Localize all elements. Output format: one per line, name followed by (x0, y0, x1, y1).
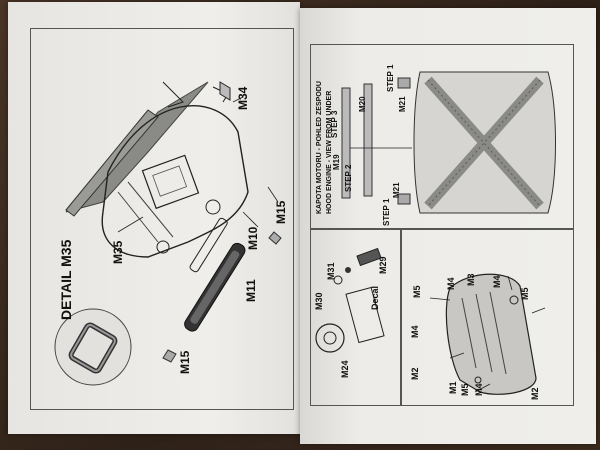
label-m4-c: M4 (410, 325, 420, 338)
label-m5-c: M5 (460, 383, 470, 396)
label-m24: M24 (340, 360, 350, 378)
label-m20: M20 (358, 96, 367, 112)
label-m15-bottom: M15 (178, 350, 192, 374)
label-m4-b: M4 (492, 275, 502, 288)
label-m1: M1 (448, 381, 458, 394)
left-page-frame (30, 28, 294, 410)
label-m5-a: M5 (412, 285, 422, 298)
detail-title: DETAIL M35 (58, 239, 74, 320)
instruction-booklet: DETAIL M35 M34 M35 M15 M10 M11 M15 (8, 0, 600, 450)
label-m11: M11 (244, 279, 258, 302)
hood-title-line1: KAPOTA MOTORU - POHLED ZESPODU (316, 81, 323, 214)
label-m29: M29 (378, 256, 388, 274)
label-m21-bottom: M21 (392, 182, 401, 198)
lower-right-section-frame (400, 228, 574, 406)
label-m19: M19 (332, 154, 341, 170)
step-label-4: STEP 1 (382, 198, 391, 226)
label-m2-a: M2 (410, 367, 420, 380)
label-m4-a: M4 (446, 277, 456, 290)
right-page: KAPOTA MOTORU - POHLED ZESPODU HOOD ENGI… (300, 8, 596, 444)
hood-section-frame (310, 44, 574, 230)
lower-left-section-frame (310, 228, 402, 406)
label-m10: M10 (246, 226, 260, 250)
step-label-3: STEP 3 (330, 110, 339, 138)
left-page: DETAIL M35 M34 M35 M15 M10 M11 M15 (8, 2, 300, 434)
hood-title-line2: HOOD ENGINE - VIEW FROM UNDER (326, 90, 333, 214)
label-m31: M31 (326, 262, 336, 280)
label-m4-d: M4 (474, 383, 484, 396)
label-m35: M35 (111, 240, 125, 264)
hood-underside-drawing (315, 71, 556, 395)
label-m2-b: M2 (530, 387, 540, 400)
engine-bay-drawing (54, 81, 282, 386)
step-label-1: STEP 1 (386, 64, 395, 92)
label-m34: M34 (236, 86, 250, 110)
label-m3: M3 (466, 273, 476, 286)
label-m15-top: M15 (274, 200, 288, 224)
step-label-2: STEP 2 (344, 164, 353, 192)
label-m5-b: M5 (520, 287, 530, 300)
label-m21-top: M21 (398, 96, 407, 112)
label-m30: M30 (314, 292, 324, 310)
label-decal: Decal (370, 285, 380, 310)
